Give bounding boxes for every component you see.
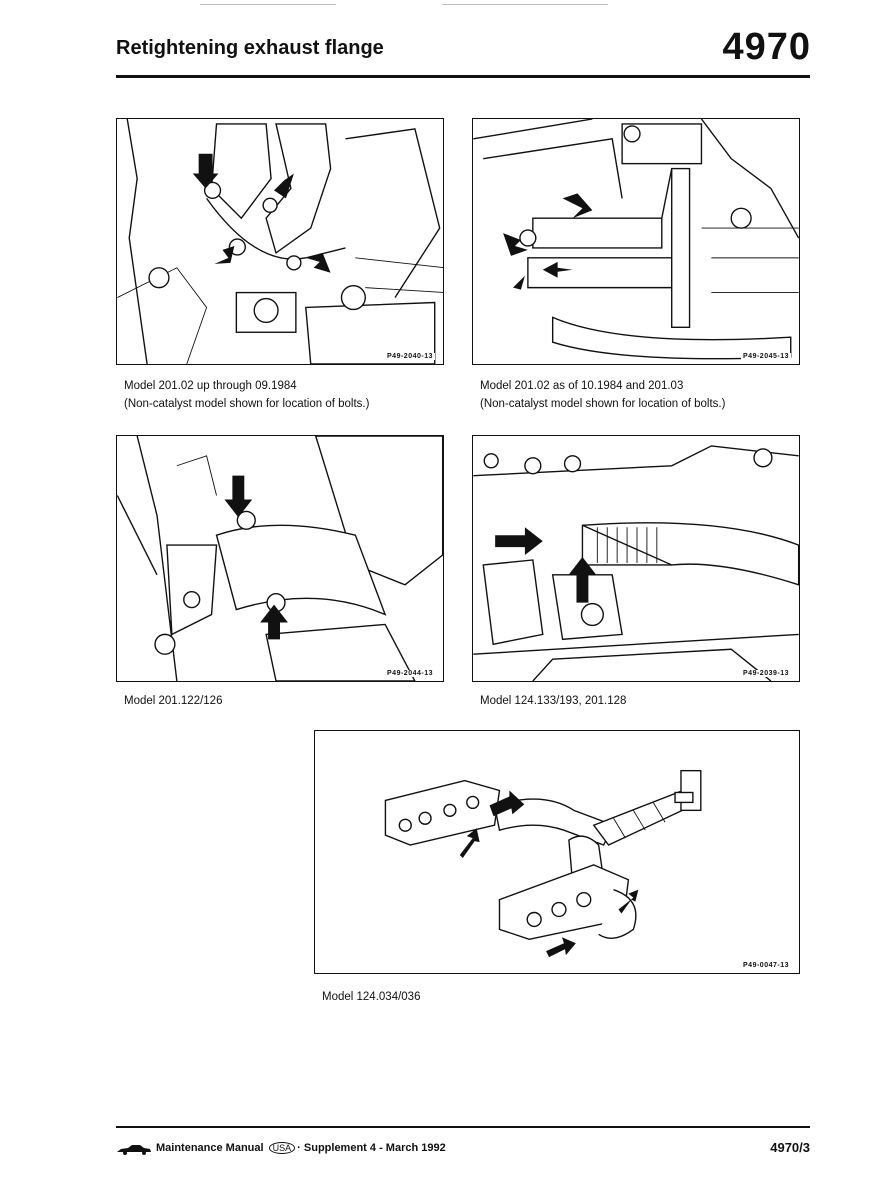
figure-model-201-02-early: P49-2040-13	[116, 118, 444, 365]
caption-line: Model 201.02 as of 10.1984 and 201.03	[480, 380, 684, 392]
figure-model-201-02-late: P49-2045-13	[472, 118, 800, 365]
caption-line: Model 124.133/193, 201.128	[480, 695, 627, 707]
scan-artifact-line	[200, 4, 336, 5]
figure-code: P49-2044-13	[385, 670, 435, 677]
exhaust-manifold-illustration	[473, 445, 799, 681]
exhaust-manifold-illustration	[384, 769, 702, 958]
figure-code: P49-2045-13	[741, 353, 791, 360]
exhaust-manifold-illustration	[117, 436, 443, 681]
caption-line: Model 201.122/126	[124, 695, 223, 707]
footer-rule	[116, 1126, 810, 1128]
header-rule	[116, 75, 810, 78]
exhaust-manifold-illustration	[473, 119, 799, 360]
figure-caption: Model 201.02 as of 10.1984 and 201.03 (N…	[480, 377, 725, 413]
figure-model-201-122: P49-2044-13	[116, 435, 444, 682]
figure-caption: Model 124.133/193, 201.128	[480, 692, 626, 710]
section-number: 4970	[722, 26, 811, 68]
figure-code: P49-2040-13	[385, 353, 435, 360]
figure-model-124-034: P49-0047-13	[314, 730, 800, 974]
figure-caption: Model 201.122/126	[124, 692, 222, 710]
figure-caption: Model 201.02 up through 09.1984 (Non-cat…	[124, 377, 369, 413]
figure-model-124-133: P49-2039-13	[472, 435, 800, 682]
region-badge: USA	[268, 1142, 296, 1154]
caption-line: Model 201.02 up through 09.1984	[124, 380, 297, 392]
figure-code: P49-2039-13	[741, 670, 791, 677]
exhaust-manifold-illustration	[117, 119, 443, 364]
caption-line: (Non-catalyst model shown for location o…	[480, 398, 726, 410]
footer-supplement: Supplement 4 - March 1992	[303, 1142, 446, 1154]
caption-line: (Non-catalyst model shown for location o…	[124, 398, 370, 410]
figure-caption: Model 124.034/036	[322, 988, 420, 1006]
page-footer: Maintenance Manual USA· Supplement 4 - M…	[116, 1140, 810, 1160]
footer-publication: Maintenance Manual USA· Supplement 4 - M…	[156, 1142, 446, 1154]
scan-artifact-line	[442, 4, 608, 5]
caption-line: Model 124.034/036	[322, 991, 421, 1003]
footer-manual: Maintenance Manual	[156, 1142, 264, 1154]
footer-separator: ·	[297, 1142, 301, 1154]
page-number: 4970/3	[770, 1140, 810, 1155]
figure-code: P49-0047-13	[741, 962, 791, 969]
car-silhouette-icon	[117, 1145, 151, 1155]
page-title: Retightening exhaust flange	[116, 37, 384, 59]
